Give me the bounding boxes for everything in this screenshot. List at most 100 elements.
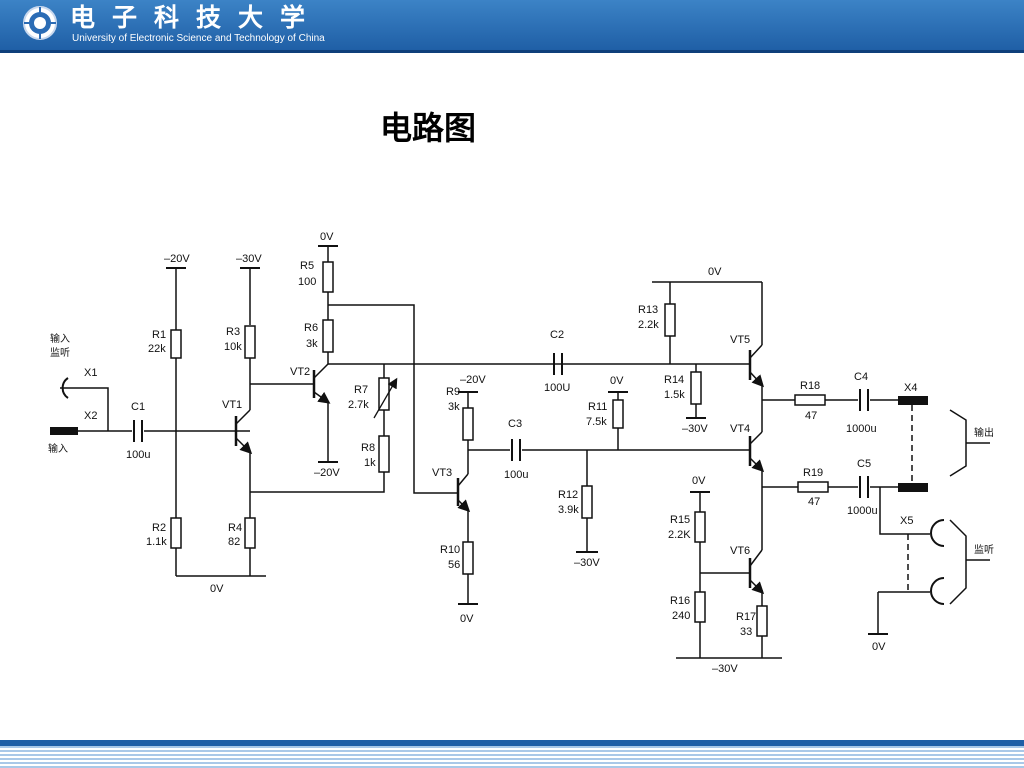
resistor-r9: [462, 407, 474, 441]
value-r17: 33: [740, 626, 752, 638]
rail-r10-bottom: 0V: [460, 613, 474, 625]
label-r8: R8: [361, 442, 375, 454]
rail-r9-top: –20V: [460, 374, 486, 386]
label-x4: X4: [904, 382, 917, 394]
header-divider: [0, 50, 1024, 53]
rail-r12-bottom: –30V: [574, 557, 600, 569]
label-r9: R9: [446, 386, 460, 398]
label-c3: C3: [508, 418, 522, 430]
label-r11: R11: [588, 401, 607, 413]
label-r18: R18: [800, 380, 820, 392]
value-c5: 1000u: [847, 505, 878, 517]
resistor-r19: [797, 481, 829, 493]
label-r17: R17: [736, 611, 756, 623]
plug-x4: [898, 396, 928, 405]
label-vt3: VT3: [432, 467, 452, 479]
resistor-r2: [170, 517, 182, 549]
jack-label-input-monitor-1: 输入: [50, 332, 70, 345]
value-r14: 1.5k: [664, 389, 685, 401]
label-r13: R13: [638, 304, 658, 316]
circuit-diagram: R1 22k R2 1.1k R3 10k R4 82 R5 100 R6 3k…: [48, 231, 994, 675]
resistor-r14: [690, 371, 702, 405]
jack-monitor: [949, 519, 967, 605]
plug-x4-lower: [898, 483, 928, 492]
resistor-r7: [378, 377, 390, 411]
value-r2: 1.1k: [146, 536, 167, 548]
label-vt4: VT4: [730, 423, 750, 435]
transistors: [234, 344, 765, 595]
resistor-r6: [322, 319, 334, 353]
value-c4: 1000u: [846, 423, 877, 435]
rail-r15-top: 0V: [692, 475, 706, 487]
label-r2: R2: [152, 522, 166, 534]
value-r13: 2.2k: [638, 319, 659, 331]
header-bar: [0, 0, 1024, 50]
jack-x5-upper: [930, 519, 945, 547]
value-c1: 100u: [126, 449, 150, 461]
label-x1: X1: [84, 367, 97, 379]
rail-top: 0V: [708, 266, 722, 278]
resistors: [170, 261, 829, 637]
label-r12: R12: [558, 489, 578, 501]
label-r10: R10: [440, 544, 460, 556]
connectors: [50, 377, 990, 605]
rail-x5-ground: 0V: [872, 641, 886, 653]
transistor-vt3: [456, 473, 471, 513]
value-c3: 100u: [504, 469, 528, 481]
value-r6: 3k: [306, 338, 318, 350]
value-r4: 82: [228, 536, 240, 548]
label-c1: C1: [131, 401, 145, 413]
label-r14: R14: [664, 374, 684, 386]
label-r5: R5: [300, 260, 314, 272]
page-title: 电路图: [380, 109, 477, 147]
transistor-vt4: [748, 431, 765, 473]
rail-r14-bottom: –30V: [682, 423, 708, 435]
resistor-r3: [244, 325, 256, 359]
university-name-en: University of Electronic Science and Tec…: [72, 33, 325, 44]
resistor-r5: [322, 261, 334, 293]
rail-r11-top: 0V: [610, 375, 624, 387]
resistor-r12: [581, 485, 593, 519]
rail-left-ground: 0V: [210, 583, 224, 595]
university-name-cn: 电子科技大学: [70, 3, 323, 32]
resistor-r17: [756, 605, 768, 637]
value-r10: 56: [448, 559, 460, 571]
value-r3: 10k: [224, 341, 242, 353]
jack-label-input: 输入: [48, 442, 68, 455]
resistor-r15: [694, 511, 706, 543]
rail-bottom: –30V: [712, 663, 738, 675]
label-r6: R6: [304, 322, 318, 334]
jack-label-output: 输出: [974, 426, 994, 439]
resistor-r4: [244, 517, 256, 549]
jack-x1: [61, 377, 69, 399]
jack-label-monitor: 监听: [974, 543, 994, 556]
value-r12: 3.9k: [558, 504, 579, 516]
label-vt6: VT6: [730, 545, 750, 557]
resistor-r13: [664, 303, 676, 337]
label-r4: R4: [228, 522, 242, 534]
resistor-r11: [612, 399, 624, 429]
resistor-r8: [378, 435, 390, 473]
transistor-vt5: [748, 344, 765, 388]
value-r19: 47: [808, 496, 820, 508]
footer-bar: [0, 740, 1024, 746]
label-x2: X2: [84, 410, 97, 422]
resistor-r18: [794, 394, 826, 406]
label-r19: R19: [803, 467, 823, 479]
label-r16: R16: [670, 595, 690, 607]
value-r9: 3k: [448, 401, 460, 413]
value-r7: 2.7k: [348, 399, 369, 411]
r7-variable-arrow: [373, 377, 398, 419]
rail-r1-top: –20V: [164, 253, 190, 265]
component-labels: R1 22k R2 1.1k R3 10k R4 82 R5 100 R6 3k…: [48, 231, 994, 675]
value-c2: 100U: [544, 382, 570, 394]
label-vt2: VT2: [290, 366, 310, 378]
rail-vt2-emitter: –20V: [314, 467, 340, 479]
label-c2: C2: [550, 329, 564, 341]
capacitors: [133, 353, 869, 498]
label-r1: R1: [152, 329, 166, 341]
transistor-vt1: [234, 409, 253, 455]
value-r1: 22k: [148, 343, 166, 355]
label-vt5: VT5: [730, 334, 750, 346]
value-r16: 240: [672, 610, 690, 622]
